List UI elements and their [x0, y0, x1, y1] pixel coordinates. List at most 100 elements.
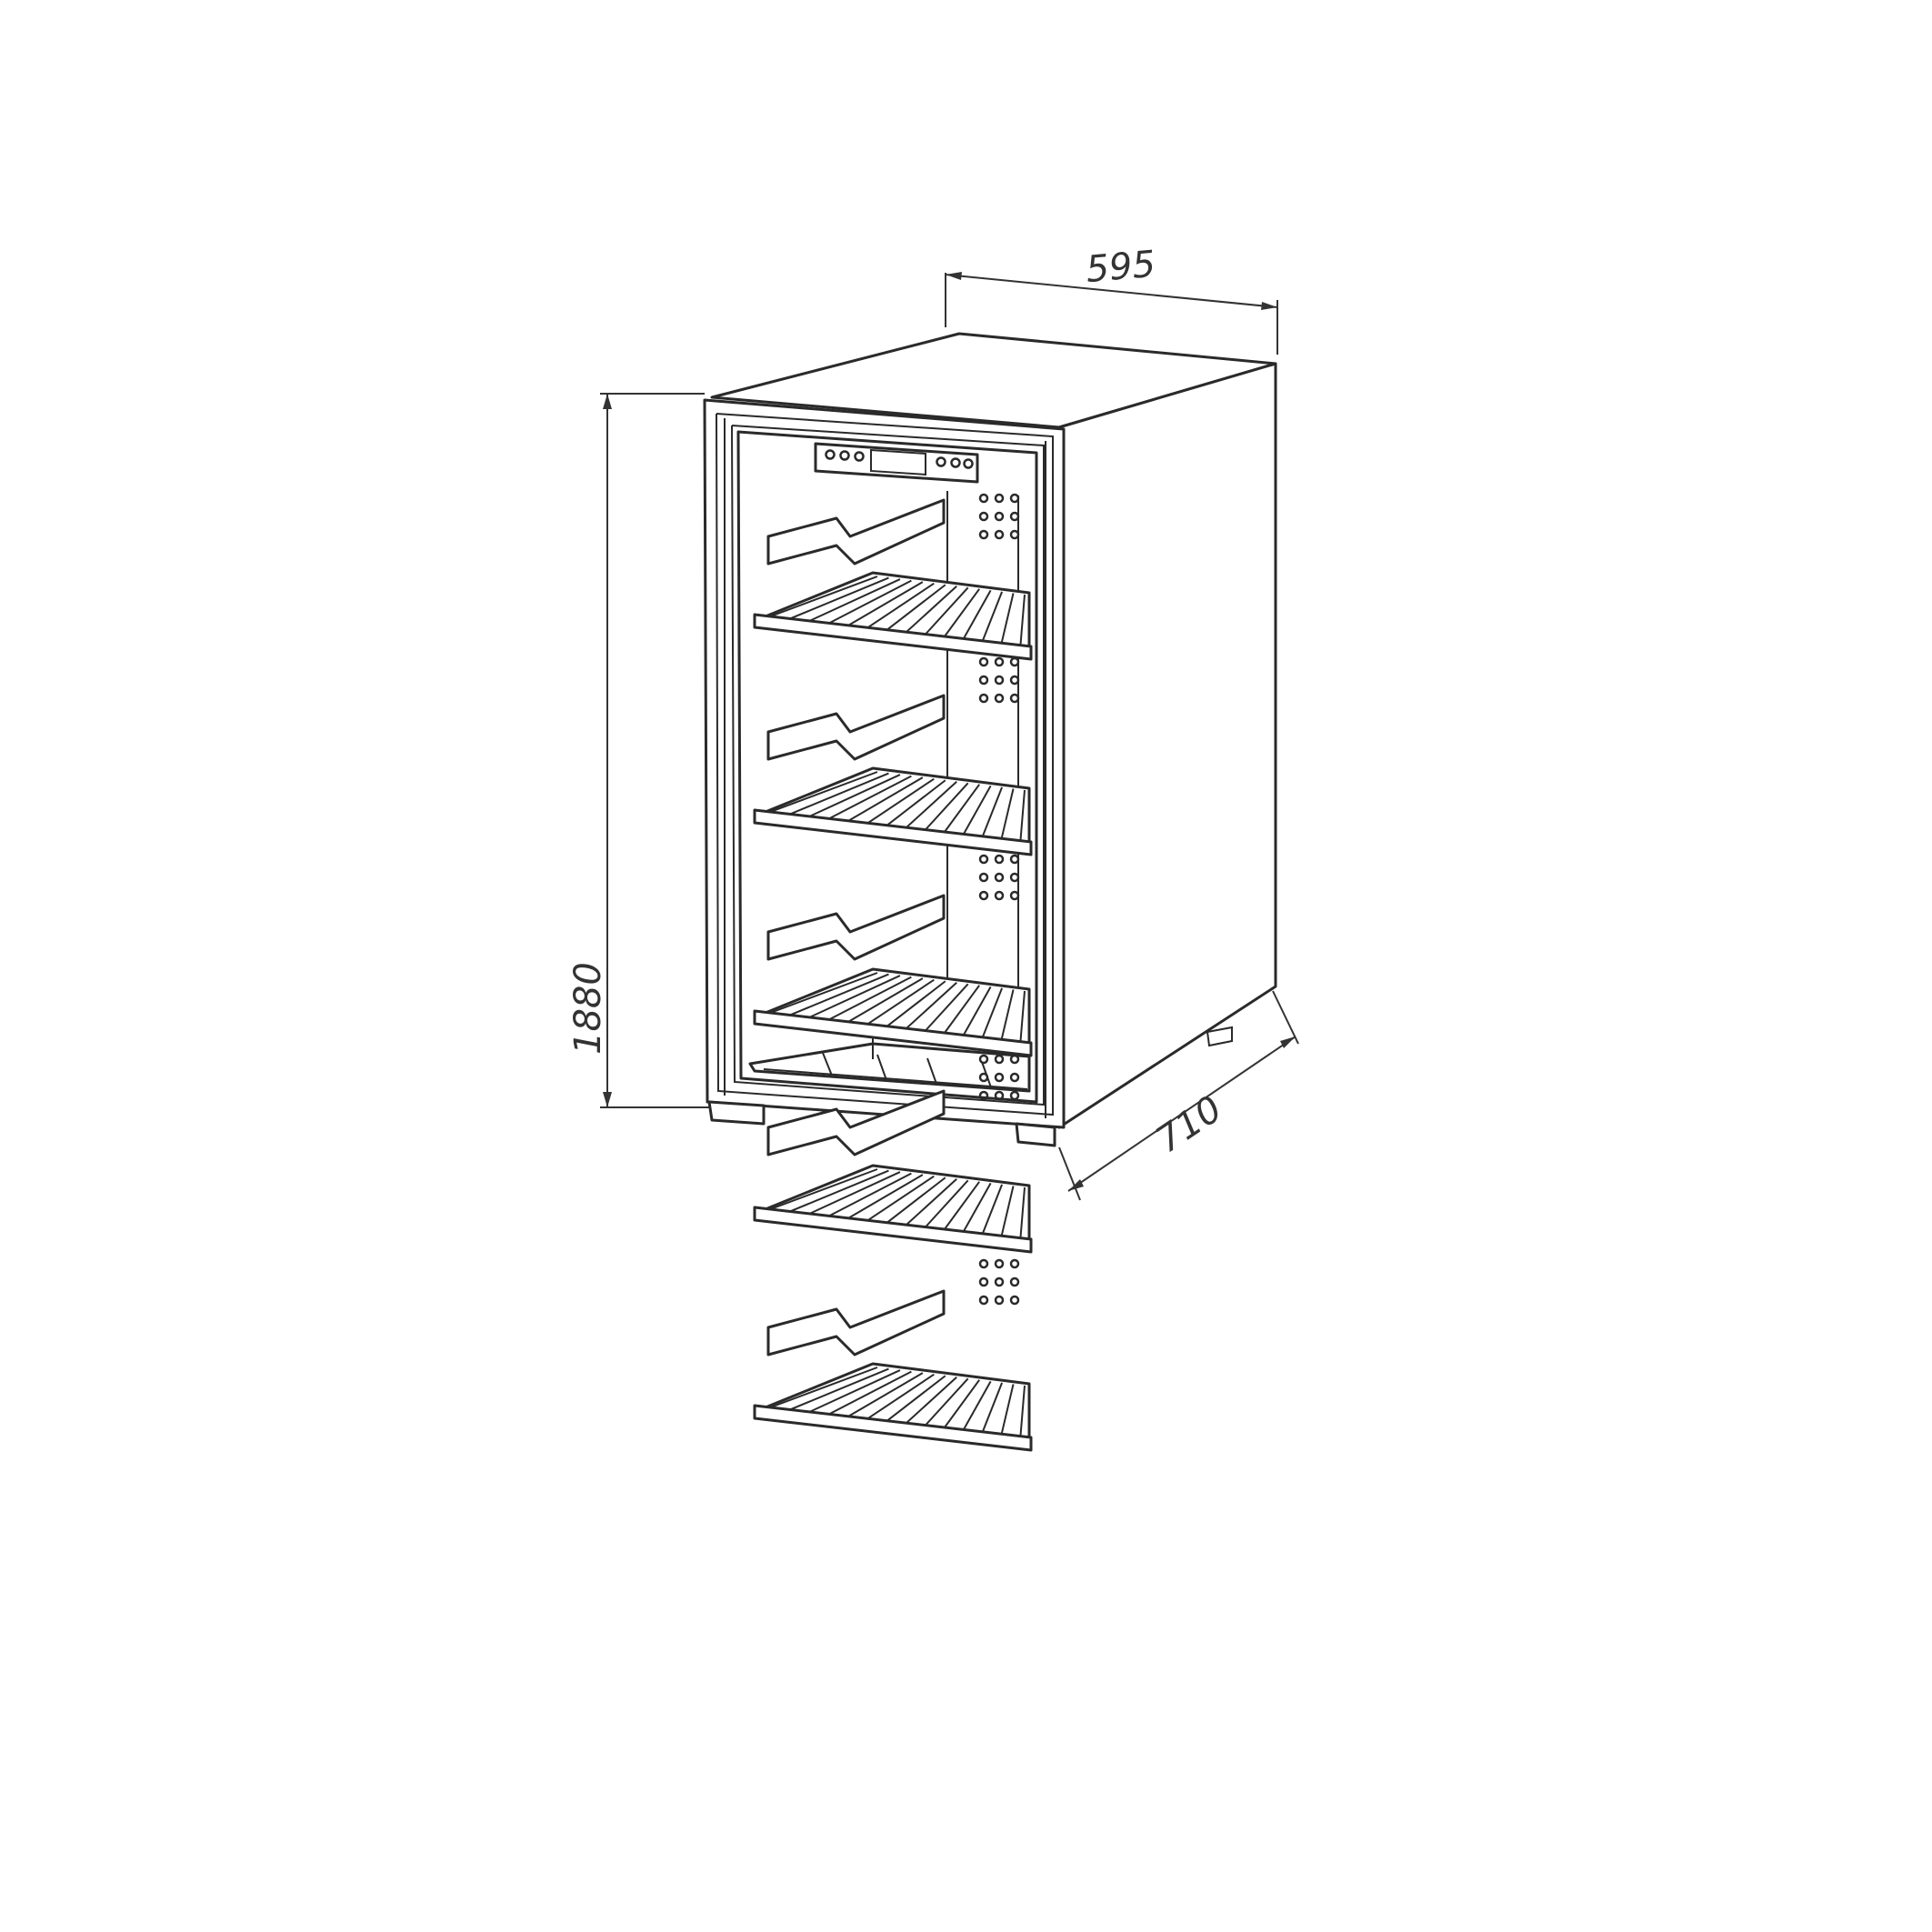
bottle-cradle [766, 1289, 946, 1356]
vent-hole [1009, 1090, 1020, 1101]
shelf-wire [843, 776, 924, 825]
shelf-wire [785, 576, 889, 622]
shelf-wire [979, 591, 1004, 646]
shelf-front-bar [753, 1009, 1033, 1057]
shelf-wire [765, 576, 878, 619]
shelf-wire [824, 1370, 912, 1417]
rear-vent-holes [978, 493, 1020, 1306]
arrow-head [1261, 302, 1277, 310]
vent-hole [978, 1295, 989, 1306]
control-button [936, 456, 946, 467]
shelf-wire [941, 588, 980, 641]
front-right-foot [1015, 1122, 1056, 1147]
shelf-wire [960, 1182, 992, 1236]
vent-hole [994, 529, 1005, 540]
bottle-cradle [766, 1089, 946, 1156]
cradle-bracket [766, 894, 946, 961]
door-gasket-line [731, 425, 1045, 1106]
shelf-wire [902, 586, 957, 636]
control-button [950, 457, 961, 468]
vent-hole [994, 511, 1005, 522]
shelf-wire [765, 972, 878, 1016]
vent-hole [994, 1295, 1005, 1306]
shelf-wire [824, 976, 912, 1023]
shelf-front-bar [753, 808, 1033, 856]
vent-hole [994, 656, 1005, 667]
shelf-wire [960, 785, 992, 839]
shelf-wire [902, 982, 957, 1033]
wire-shelf [753, 967, 1033, 1057]
vent-hole [978, 1054, 989, 1065]
vent-hole [978, 872, 989, 883]
vent-hole [994, 890, 1005, 901]
control-button [963, 458, 974, 469]
shelf-wire [921, 1377, 969, 1430]
shelf-wire [999, 989, 1015, 1045]
arrow-head [946, 272, 962, 280]
cabinet-feet [707, 1026, 1233, 1147]
wire-shelf [753, 1164, 1033, 1254]
shelf-wire [843, 977, 924, 1026]
shelf-wire [921, 586, 969, 639]
shelf-wire [863, 1175, 935, 1225]
shelf-wire [785, 973, 889, 1018]
shelf-wire [999, 1186, 1015, 1241]
vent-hole [978, 529, 989, 540]
shelf-wire [902, 781, 957, 832]
wire-shelf [753, 571, 1033, 661]
shelf-wire [863, 582, 935, 632]
wire-shelf [753, 1362, 1033, 1452]
shelf-wire [941, 1379, 980, 1432]
vent-hole [978, 693, 989, 704]
shelf-wire [1019, 594, 1026, 651]
shelf-wire [960, 1380, 992, 1435]
shelf-front-bar [753, 1206, 1033, 1254]
vent-hole [994, 1090, 1005, 1101]
shelf-wire [804, 975, 901, 1021]
wire-shelf [753, 766, 1033, 856]
control-button [825, 449, 836, 460]
shelf-wire [824, 1172, 912, 1219]
shelf-wire [804, 1369, 901, 1416]
shelf-wire [863, 1373, 935, 1423]
cradle-bracket [766, 1089, 946, 1156]
width-label: 595 [1085, 244, 1157, 291]
vent-hole [978, 890, 989, 901]
vent-hole [978, 675, 989, 686]
shelf-wire [979, 987, 1004, 1042]
shelf-wire [941, 1181, 980, 1234]
bottom-tray-outline [748, 1042, 1031, 1093]
shelf-wire [824, 775, 912, 822]
vent-hole [994, 1276, 1005, 1287]
shelf-wire [765, 1366, 878, 1410]
shelf-wire [785, 1367, 889, 1413]
shelf-wire [1019, 1186, 1026, 1244]
vent-hole [978, 511, 989, 522]
depth-label: 710 [1148, 1088, 1229, 1162]
vent-hole [1009, 1295, 1020, 1306]
cradle-bracket [766, 694, 946, 761]
shelf-wire [960, 589, 992, 644]
shelf-wire [921, 1179, 969, 1232]
bottle-cradles [766, 498, 946, 1356]
shelf-wire [843, 581, 924, 629]
shelf-wire [863, 978, 935, 1028]
height-label: 1880 [567, 962, 609, 1055]
shelf-wire [1019, 990, 1026, 1047]
shelf-wire [882, 779, 946, 829]
control-button [854, 451, 865, 462]
vent-hole [1009, 890, 1020, 901]
vent-hole [994, 854, 1005, 865]
vent-hole [1009, 854, 1020, 865]
door-frame-inner [716, 413, 1054, 1116]
glass-pane [736, 430, 1038, 1104]
shelf-wire [921, 983, 969, 1036]
shelf-wire [882, 980, 946, 1030]
cradle-bracket [766, 1289, 946, 1356]
shelf-wire [785, 772, 889, 817]
rear-foot [1206, 1026, 1233, 1047]
bottle-cradle [766, 694, 946, 761]
shelf-wire [999, 788, 1015, 844]
shelf-wire [902, 1178, 957, 1229]
vent-hole [978, 1276, 989, 1287]
